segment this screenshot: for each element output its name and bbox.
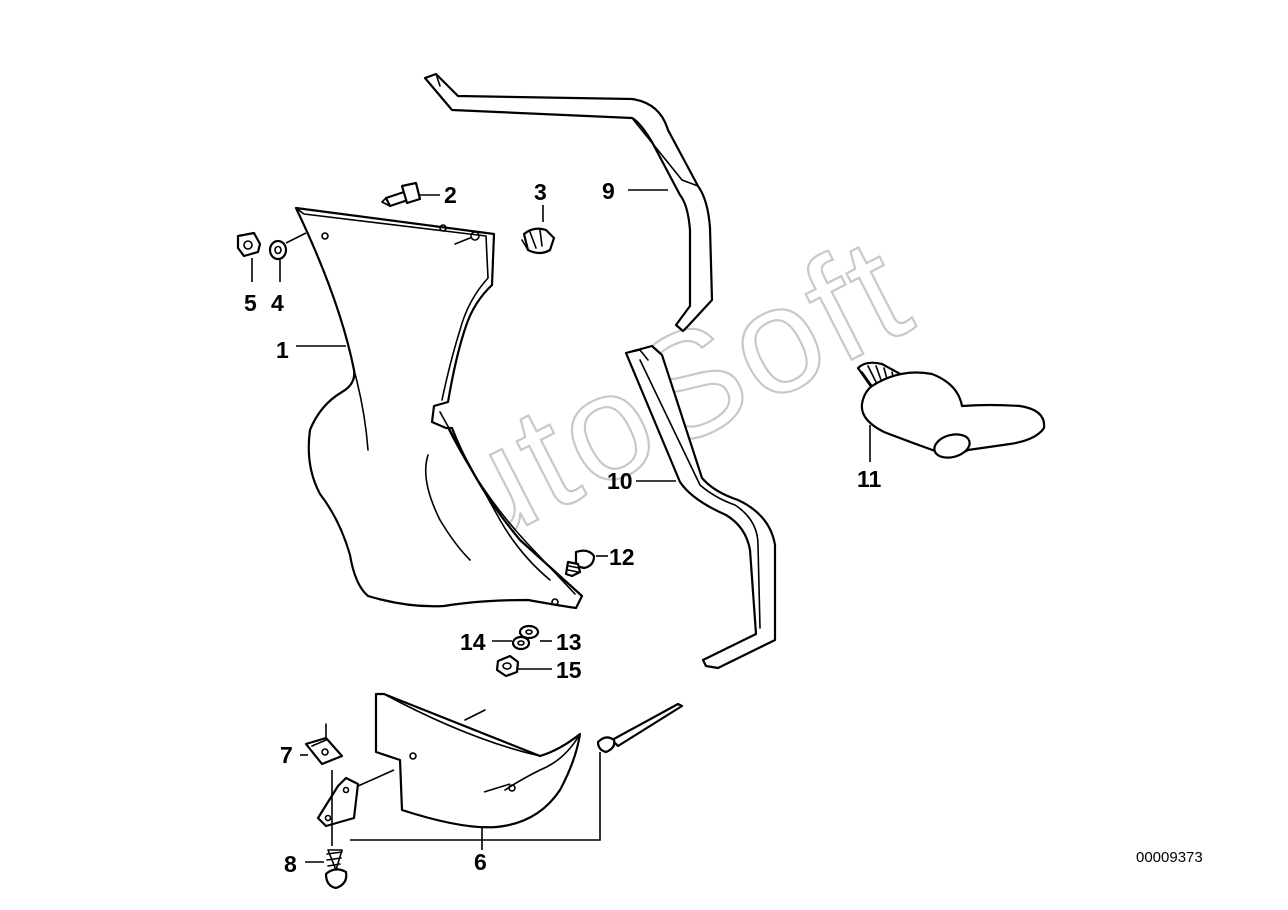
callout-9: 9 <box>602 178 615 204</box>
callout-6: 6 <box>474 849 487 875</box>
part-10-trim-strip[interactable] <box>624 344 777 670</box>
part-15-nut[interactable] <box>495 654 520 678</box>
callout-10: 10 <box>607 468 633 494</box>
part-12-screw[interactable] <box>564 549 596 578</box>
callout-3: 3 <box>534 179 547 205</box>
callout-1: 1 <box>276 337 289 363</box>
callout-14: 14 <box>460 629 486 655</box>
callout-7: 7 <box>280 742 293 768</box>
callout-4: 4 <box>271 290 284 316</box>
callout-12: 12 <box>609 544 635 570</box>
callout-5: 5 <box>244 290 257 316</box>
part-4-washer[interactable] <box>268 239 288 261</box>
part-14-washer[interactable] <box>511 635 531 651</box>
part-6-lower-cover[interactable] <box>316 692 684 829</box>
part-3-clip-nut[interactable] <box>521 227 556 255</box>
part-5-nut[interactable] <box>236 231 262 258</box>
diagram-code: 00009373 <box>1136 849 1203 866</box>
callout-8: 8 <box>284 851 297 877</box>
part-1-side-panel[interactable] <box>294 206 584 610</box>
callout-13: 13 <box>556 629 582 655</box>
part-8-screw[interactable] <box>324 849 348 890</box>
callout-2: 2 <box>444 182 457 208</box>
callout-15: 15 <box>556 657 582 683</box>
callout-numbers: 1 2 3 4 5 6 7 8 9 10 11 12 13 14 15 <box>244 178 882 877</box>
part-11-cushion[interactable] <box>856 361 1046 462</box>
part-2-bolt[interactable] <box>381 181 422 208</box>
leader-lines <box>251 189 871 863</box>
callout-11: 11 <box>857 466 882 492</box>
part-9-trim-strip[interactable] <box>423 72 714 333</box>
part-13-washer[interactable] <box>518 624 540 640</box>
part-7-clip-nut[interactable] <box>304 723 344 766</box>
